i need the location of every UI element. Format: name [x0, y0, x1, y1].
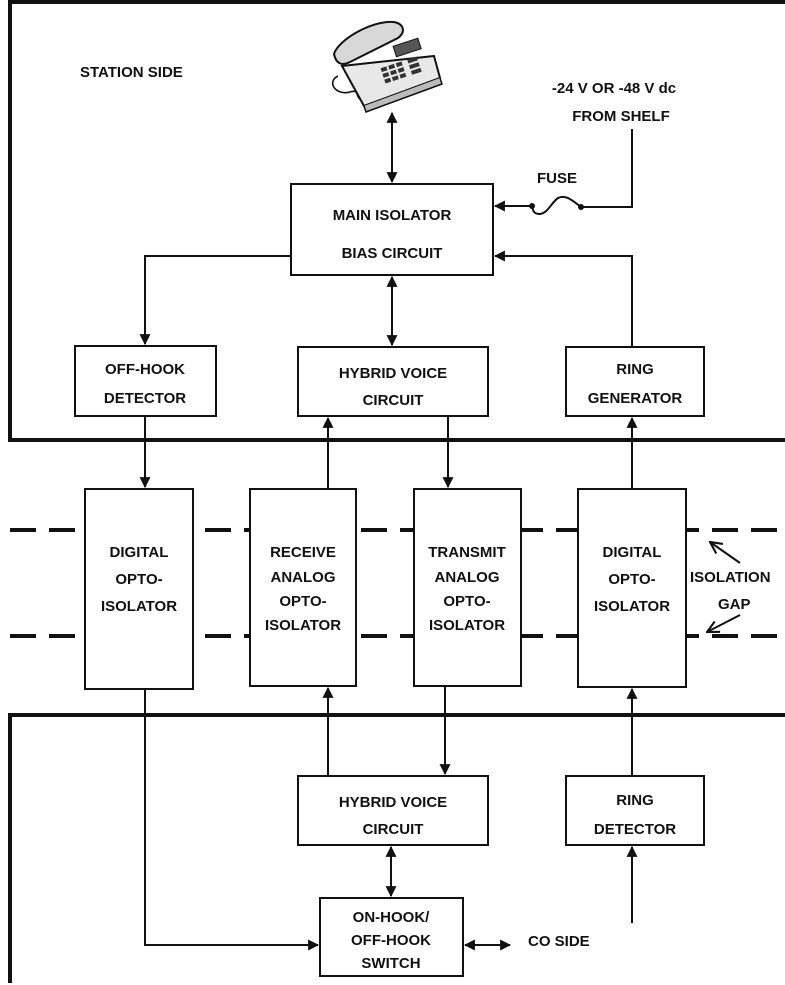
hybrid-voice-station-line1: HYBRID VOICE [339, 365, 447, 382]
hybrid-voice-co-line2: CIRCUIT [363, 821, 424, 838]
digital-left-line2: OPTO- [115, 571, 162, 588]
hybrid-voice-circuit-co-box: HYBRID VOICE CIRCUIT [297, 775, 489, 846]
isolation-gap-label-line2: GAP [718, 596, 751, 613]
ring-detector-box: RING DETECTOR [565, 775, 705, 846]
receive-analog-opto-isolator-box: RECEIVE ANALOG OPTO- ISOLATOR [249, 488, 357, 687]
digital-left-line3: ISOLATOR [101, 598, 177, 615]
switch-line1: ON-HOOK/ [353, 909, 430, 926]
ring-detector-line1: RING [616, 792, 654, 809]
ring-generator-line2: GENERATOR [588, 390, 683, 407]
ring-generator-box: RING GENERATOR [565, 346, 705, 417]
off-hook-detector-box: OFF-HOOK DETECTOR [74, 345, 217, 417]
main-isolator-to-off-hook-arrow [139, 255, 291, 346]
supply-voltage-label: -24 V OR -48 V dc [552, 80, 676, 97]
transmit-line4: ISOLATOR [429, 617, 505, 634]
co-side-label: CO SIDE [528, 933, 590, 950]
transmit-line3: OPTO- [443, 593, 490, 610]
fuse-label: FUSE [537, 170, 577, 187]
off-hook-detector-line1: OFF-HOOK [105, 361, 185, 378]
on-hook-off-hook-switch-box: ON-HOOK/ OFF-HOOK SWITCH [319, 897, 464, 977]
co-side-frame [8, 713, 785, 983]
main-isolator-bias-circuit-box: MAIN ISOLATOR BIAS CIRCUIT [290, 183, 494, 276]
digital-opto-isolator-right-box: DIGITAL OPTO- ISOLATOR [577, 488, 687, 688]
fuse-terminal-right [578, 204, 584, 210]
digital-left-line1: DIGITAL [110, 544, 169, 561]
isolation-gap-label-line1: ISOLATION [690, 569, 771, 586]
ring-detector-line2: DETECTOR [594, 821, 676, 838]
transmit-analog-opto-isolator-box: TRANSMIT ANALOG OPTO- ISOLATOR [413, 488, 522, 687]
transmit-line2: ANALOG [435, 569, 500, 586]
isolation-gap-pointer-top [710, 542, 741, 564]
off-hook-detector-line2: DETECTOR [104, 390, 186, 407]
receive-line2: ANALOG [271, 569, 336, 586]
receive-line4: ISOLATOR [265, 617, 341, 634]
digital-right-line2: OPTO- [608, 571, 655, 588]
hybrid-voice-co-line1: HYBRID VOICE [339, 794, 447, 811]
hybrid-voice-station-line2: CIRCUIT [363, 392, 424, 409]
isolation-gap-pointer-bottom [707, 614, 741, 632]
transmit-line1: TRANSMIT [428, 544, 506, 561]
supply-source-label: FROM SHELF [572, 108, 670, 125]
main-isolator-line1: MAIN ISOLATOR [333, 207, 452, 224]
digital-isolator-to-switch-arrow [144, 689, 320, 951]
main-isolator-line2: BIAS CIRCUIT [342, 245, 443, 262]
digital-opto-isolator-left-box: DIGITAL OPTO- ISOLATOR [84, 488, 194, 690]
receive-line3: OPTO- [279, 593, 326, 610]
receive-line1: RECEIVE [270, 544, 336, 561]
telephone-icon [332, 20, 443, 113]
supply-feed-wire [581, 129, 633, 208]
digital-right-line3: ISOLATOR [594, 598, 670, 615]
hybrid-voice-circuit-station-box: HYBRID VOICE CIRCUIT [297, 346, 489, 417]
station-side-frame [8, 0, 785, 442]
station-side-label: STATION SIDE [80, 64, 183, 81]
digital-right-line1: DIGITAL [603, 544, 662, 561]
ring-generator-line1: RING [616, 361, 654, 378]
switch-line2: OFF-HOOK [351, 932, 431, 949]
fuse-symbol [531, 195, 582, 216]
switch-line3: SWITCH [361, 955, 420, 972]
ring-generator-to-main-isolator-arrow [493, 250, 633, 347]
